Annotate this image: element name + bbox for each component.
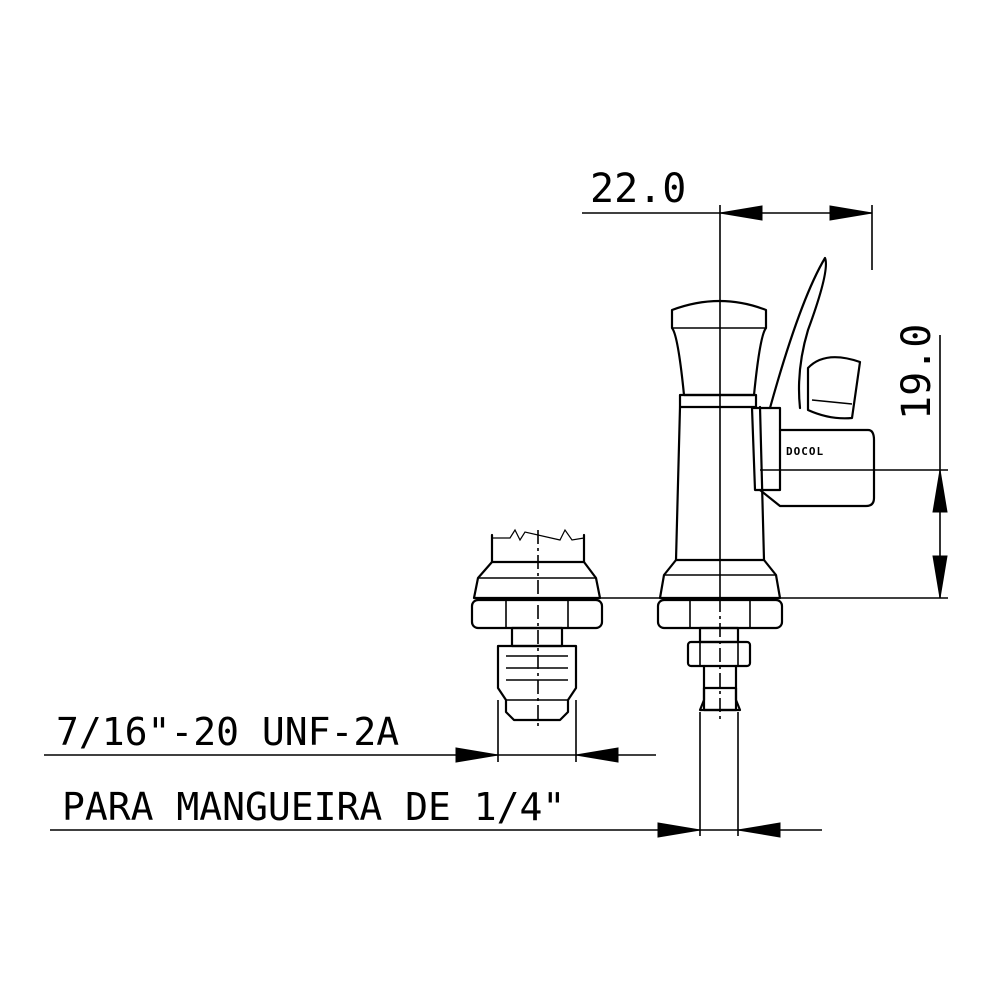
hose-spec-label: PARA MANGUEIRA DE 1/4" bbox=[62, 785, 565, 829]
thread-arrow-right bbox=[575, 747, 619, 763]
arrow-up-head bbox=[932, 469, 948, 513]
centerlines bbox=[537, 530, 721, 730]
height-dimension-label: 19.0 bbox=[894, 324, 940, 420]
arrow-left-head bbox=[829, 205, 873, 221]
thread-spec-label: 7/16"-20 UNF-2A bbox=[56, 710, 399, 754]
brand-mark: DOCOL bbox=[786, 445, 824, 458]
width-dimension-label: 22.0 bbox=[590, 166, 686, 212]
hose-arrow-right bbox=[737, 822, 781, 838]
hose-spec-callout: PARA MANGUEIRA DE 1/4" bbox=[50, 712, 822, 838]
thread-spec-callout: 7/16"-20 UNF-2A bbox=[44, 700, 656, 763]
faucet-body: DOCOL bbox=[656, 256, 876, 712]
hose-arrow-left bbox=[657, 822, 701, 838]
arrow-right-head bbox=[719, 205, 763, 221]
height-dimension: 19.0 bbox=[600, 324, 948, 599]
thread-arrow-left bbox=[455, 747, 499, 763]
width-dimension: 22.0 bbox=[582, 166, 873, 598]
arrow-down-head bbox=[932, 555, 948, 599]
connector-fitting bbox=[470, 528, 604, 722]
